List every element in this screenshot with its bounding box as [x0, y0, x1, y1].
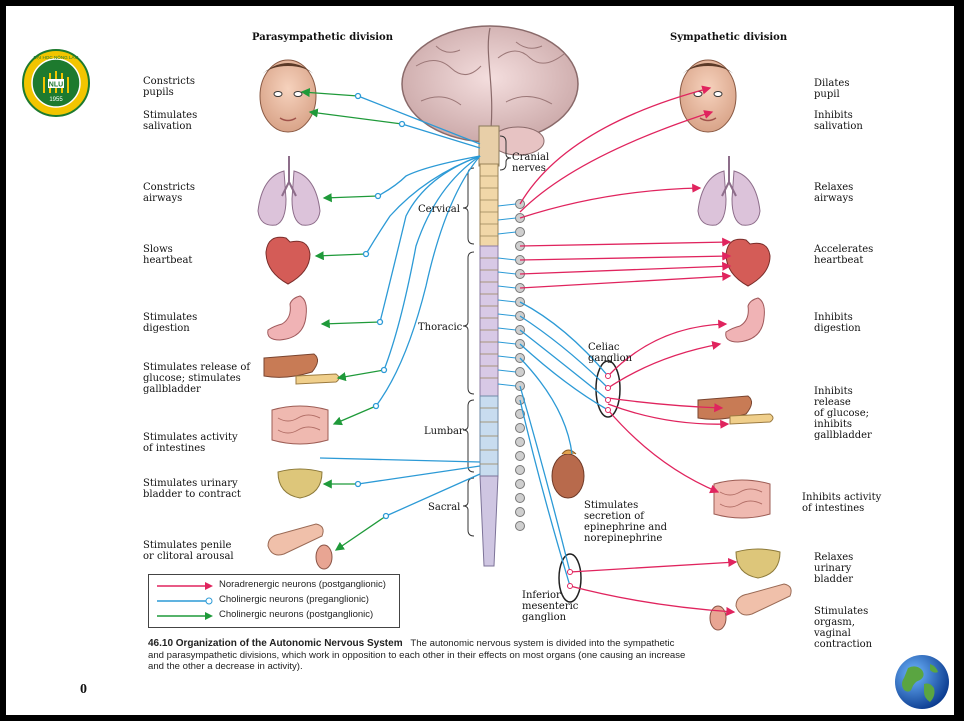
seal-top-text: ĐẠI HỌC NÔNG LÂM: [34, 54, 79, 60]
adrenal-kidney: [552, 454, 584, 498]
label-relaxes-airways: Relaxes airways: [814, 182, 853, 204]
left-organs: [258, 60, 339, 569]
stomach-right: [726, 298, 765, 342]
seal-center-text: NLU: [49, 82, 63, 89]
figure-caption: 46.10 Organization of the Autonomic Nerv…: [148, 638, 688, 673]
label-stimulates-digestion: Stimulates digestion: [143, 312, 197, 334]
caption-figure-number: 46.10: [148, 638, 173, 649]
region-sacral: Sacral: [428, 502, 460, 513]
liver-left: [264, 354, 318, 377]
label-stimulates-intestines: Stimulates activity of intestines: [143, 432, 238, 454]
bladder-left: [278, 469, 322, 498]
region-thoracic: Thoracic: [418, 322, 462, 333]
legend: Noradrenergic neurons (postganglionic) C…: [148, 574, 400, 628]
legend-item: Cholinergic neurons (preganglionic): [157, 594, 397, 608]
stomach-left: [268, 296, 307, 340]
sympathetic-chain: [516, 200, 525, 531]
label-accelerates-heartbeat: Accelerates heartbeat: [814, 244, 873, 266]
brain: [402, 26, 578, 166]
parasympathetic-pathways: [302, 92, 480, 550]
label-inhibits-intestines: Inhibits activity of intestines: [802, 492, 881, 514]
slide-content: NLU 1955 ĐẠI HỌC NÔNG LÂM Parasympatheti…: [6, 6, 954, 715]
lungs-left: [258, 156, 320, 225]
label-stimulates-orgasm: Stimulates orgasm, vaginal contraction: [814, 606, 872, 650]
label-adrenal-secretion: Stimulates secretion of epinephrine and …: [584, 500, 667, 544]
lungs-right: [698, 156, 760, 225]
seal-year: 1955: [49, 97, 63, 103]
label-stimulates-glucose-release: Stimulates release of glucose; stimulate…: [143, 362, 250, 395]
slide-number: 0: [80, 682, 87, 698]
chain-connectors: [498, 204, 516, 386]
university-seal-icon: NLU 1955 ĐẠI HỌC NÔNG LÂM: [22, 49, 90, 117]
label-cranial-nerves: Cranial nerves: [512, 152, 549, 174]
bladder-right: [736, 549, 780, 578]
head-left: [260, 60, 316, 132]
region-lumbar: Lumbar: [424, 426, 464, 437]
legend-item: Cholinergic neurons (postganglionic): [157, 609, 397, 623]
label-inhibits-salivation: Inhibits salivation: [814, 110, 863, 132]
label-stimulates-salivation: Stimulates salivation: [143, 110, 197, 132]
genitals-left: [268, 524, 323, 555]
legend-item: Noradrenergic neurons (postganglionic): [157, 579, 397, 593]
intestines-right: [714, 480, 770, 518]
label-inhibits-digestion: Inhibits digestion: [814, 312, 861, 334]
label-inferior-mesenteric-ganglion: Inferior mesenteric ganglion: [522, 590, 578, 623]
label-celiac-ganglion: Celiac ganglion: [588, 342, 632, 364]
sympathetic-header: Sympathetic division: [670, 32, 787, 43]
legend-label: Cholinergic neurons (preganglionic): [219, 594, 369, 605]
head-right: [680, 60, 736, 132]
heart-right: [726, 239, 770, 286]
parasympathetic-header: Parasympathetic division: [252, 32, 393, 43]
label-slows-heartbeat: Slows heartbeat: [143, 244, 192, 266]
intestines-left: [272, 406, 328, 444]
label-constricts-airways: Constricts airways: [143, 182, 195, 204]
spinal-cord: [480, 164, 498, 566]
globe-icon: [894, 654, 950, 710]
label-relaxes-bladder: Relaxes urinary bladder: [814, 552, 853, 585]
legend-label: Cholinergic neurons (postganglionic): [219, 609, 373, 620]
label-constricts-pupils: Constricts pupils: [143, 76, 195, 98]
label-stimulates-bladder: Stimulates urinary bladder to contract: [143, 478, 241, 500]
label-stimulates-arousal: Stimulates penile or clitoral arousal: [143, 540, 234, 562]
region-cervical: Cervical: [418, 204, 460, 215]
label-dilates-pupil: Dilates pupil: [814, 78, 849, 100]
heart-left: [266, 237, 310, 284]
caption-title: Organization of the Autonomic Nervous Sy…: [176, 638, 403, 649]
label-inhibits-glucose-release: Inhibits release of glucose; inhibits ga…: [814, 386, 872, 441]
legend-label: Noradrenergic neurons (postganglionic): [219, 579, 386, 590]
genitals-right: [736, 584, 791, 615]
